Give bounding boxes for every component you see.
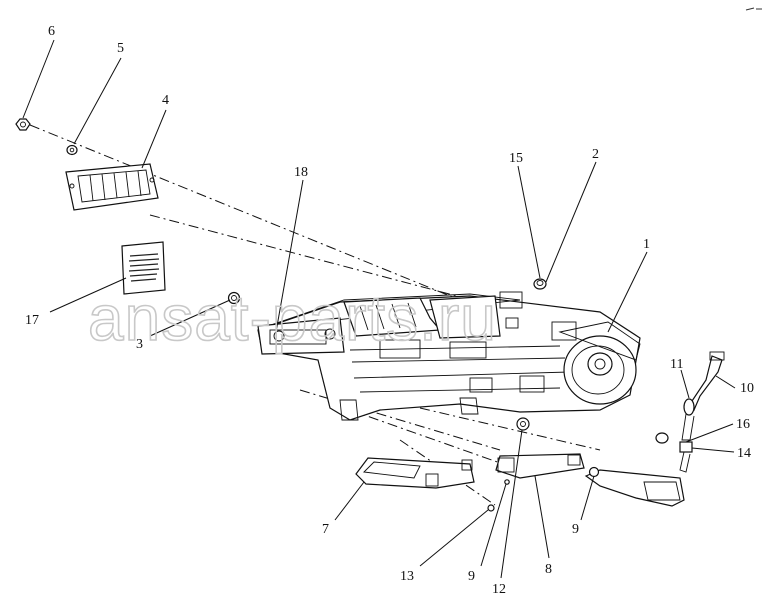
- drain-hose-assembly: [655, 351, 725, 473]
- callout-11: 11: [670, 357, 683, 372]
- part-9-duct: [584, 466, 685, 507]
- callout-18: 18: [294, 165, 308, 180]
- part-8-duct: [495, 453, 585, 479]
- callout-5: 5: [117, 41, 124, 56]
- callout-labels: 6 5 4 18 15 2 1 17 3 11 10 16 14 7 9 8 1…: [25, 24, 754, 597]
- callout-3: 3: [136, 337, 143, 352]
- callout-1: 1: [643, 237, 650, 252]
- part-5-washer: [66, 144, 78, 156]
- watermark: ansat-parts.ru: [88, 282, 497, 354]
- callout-13: 13: [400, 569, 414, 584]
- part-12-grommet: [516, 417, 530, 431]
- callout-17: 17: [25, 313, 39, 328]
- callout-6: 6: [48, 24, 55, 39]
- part-7-duct: [355, 457, 475, 489]
- corner-mark: [745, 7, 762, 11]
- part-15-plug: [533, 278, 547, 290]
- hvac-module: [257, 291, 641, 421]
- callout-14: 14: [737, 446, 751, 461]
- leader-lines: [22, 39, 736, 579]
- callout-2: 2: [592, 147, 599, 162]
- part-17-label: [121, 241, 166, 295]
- part-6-nut: [15, 118, 31, 131]
- callout-12: 12: [492, 582, 506, 597]
- callout-8: 8: [545, 562, 552, 577]
- part-3-grommet: [227, 291, 241, 305]
- callout-9-bottom: 9: [468, 569, 475, 584]
- part-4-grille: [65, 163, 159, 211]
- screws: [487, 479, 510, 512]
- callout-7: 7: [322, 522, 329, 537]
- callout-9-right: 9: [572, 522, 579, 537]
- callout-4: 4: [162, 93, 169, 108]
- callout-16: 16: [736, 417, 750, 432]
- callout-10: 10: [740, 381, 754, 396]
- callout-15: 15: [509, 151, 523, 166]
